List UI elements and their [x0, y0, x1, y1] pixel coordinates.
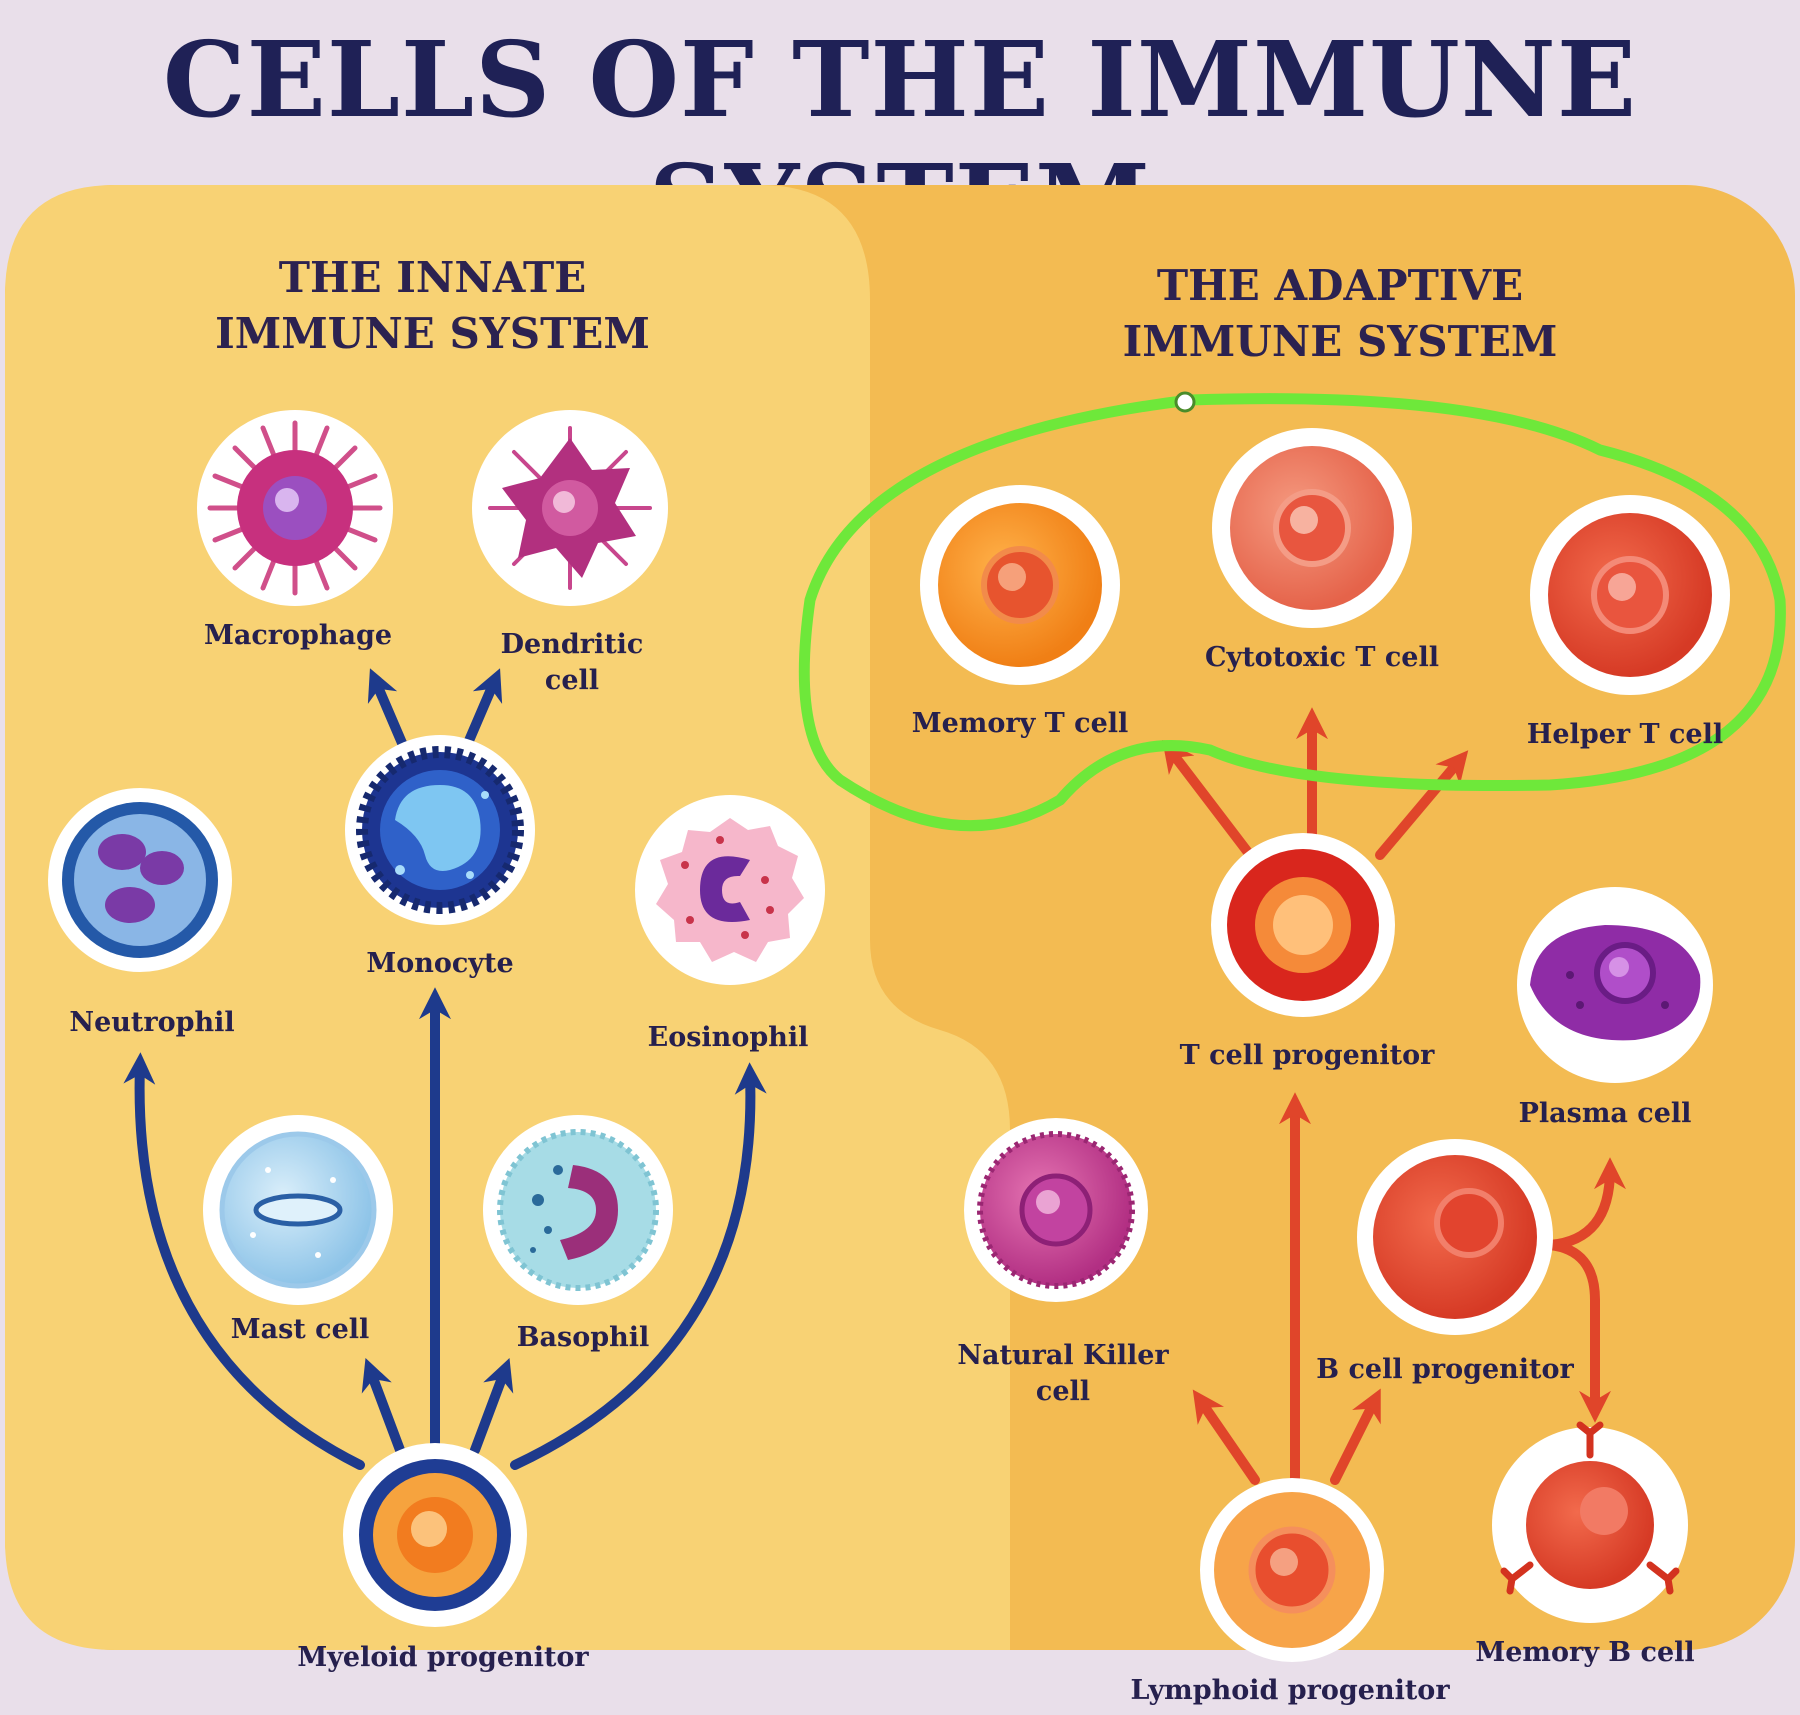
neutrophil-label: Neutrophil: [69, 1007, 235, 1038]
lymphoid-progenitor-cell: [1200, 1478, 1384, 1662]
adaptive-cells: [920, 428, 1730, 1662]
green-highlight-loop: [798, 393, 1786, 832]
innate-arrows: [123, 668, 767, 1470]
plasma-cell: [1517, 887, 1713, 1083]
arrow-lymphoid-bprog: [1330, 1388, 1381, 1485]
memory-t-cell-label: Memory T cell: [911, 708, 1129, 739]
arrow-myeloid-neutrophil: [123, 1052, 365, 1470]
arrow-myeloid-basophil: [470, 1358, 514, 1455]
macrophage-label: Macrophage: [203, 620, 393, 651]
natural-killer-cell: [964, 1118, 1148, 1302]
highlight-annotation: [798, 391, 1786, 832]
basophil-label: Basophil: [516, 1322, 650, 1353]
background-panels: [5, 185, 1795, 1650]
arrow-myeloid-eosinophil: [510, 1062, 767, 1470]
arrow-lymphoid-nk: [1192, 1389, 1260, 1485]
monocyte-cell: [345, 735, 535, 925]
arrow-bprog-memory-b: [1545, 1240, 1612, 1423]
macrophage-cell: [197, 410, 393, 606]
b-cell-progenitor-cell: [1357, 1139, 1553, 1335]
memory-b-cell-label: Memory B cell: [1475, 1637, 1695, 1668]
annotation-handle-icon[interactable]: [1174, 391, 1196, 413]
mast-cell: [203, 1115, 393, 1305]
dendritic-label-line1: Dendritic: [500, 629, 644, 660]
natural-killer-label: Natural Killer cell: [957, 1338, 1168, 1410]
adaptive-arrows: [1162, 707, 1626, 1485]
cytotoxic-t-cell: [1212, 428, 1412, 628]
innate-cells: [48, 410, 825, 1627]
helper-t-cell-label: Helper T cell: [1526, 719, 1724, 750]
natural-killer-label-line2: cell: [1035, 1376, 1091, 1407]
memory-b-cell: [1492, 1421, 1688, 1623]
monocyte-label: Monocyte: [366, 948, 514, 979]
adaptive-heading: THE ADAPTIVE IMMUNE SYSTEM: [1040, 258, 1640, 370]
arrow-tprog-helper: [1375, 750, 1469, 860]
b-cell-progenitor-label: B cell progenitor: [1316, 1354, 1574, 1385]
t-cell-progenitor-cell: [1211, 833, 1395, 1017]
myeloid-progenitor-label: Myeloid progenitor: [297, 1642, 589, 1673]
dendritic-label: Dendritic cell: [501, 627, 644, 699]
eosinophil-label: Eosinophil: [647, 1022, 809, 1053]
innate-heading-line2: IMMUNE SYSTEM: [215, 309, 650, 358]
arrow-monocyte-dendritic: [460, 668, 503, 755]
memory-t-cell: [920, 485, 1120, 685]
dendritic-label-line2: cell: [544, 665, 600, 696]
arrow-monocyte-macrophage: [367, 668, 410, 755]
t-cell-progenitor-label: T cell progenitor: [1179, 1040, 1435, 1071]
eosinophil-cell: [635, 795, 825, 985]
dendritic-cell: [472, 410, 668, 606]
neutrophil-cell: [48, 788, 232, 972]
arrow-tprog-memory-t: [1162, 739, 1255, 860]
innate-heading: THE INNATE IMMUNE SYSTEM: [150, 250, 715, 362]
myeloid-progenitor-cell: [343, 1443, 527, 1627]
cytotoxic-t-cell-label: Cytotoxic T cell: [1205, 642, 1439, 673]
arrow-myeloid-mast: [361, 1358, 405, 1455]
lymphoid-progenitor-label: Lymphoid progenitor: [1130, 1675, 1450, 1706]
adaptive-heading-line1: THE ADAPTIVE: [1156, 261, 1524, 310]
natural-killer-label-line1: Natural Killer: [957, 1340, 1169, 1371]
mast-cell-label: Mast cell: [230, 1314, 370, 1345]
innate-heading-line1: THE INNATE: [278, 253, 587, 302]
helper-t-cell: [1530, 495, 1730, 695]
adaptive-heading-line2: IMMUNE SYSTEM: [1122, 317, 1558, 366]
basophil-cell: [483, 1115, 673, 1305]
plasma-cell-label: Plasma cell: [1518, 1098, 1692, 1129]
